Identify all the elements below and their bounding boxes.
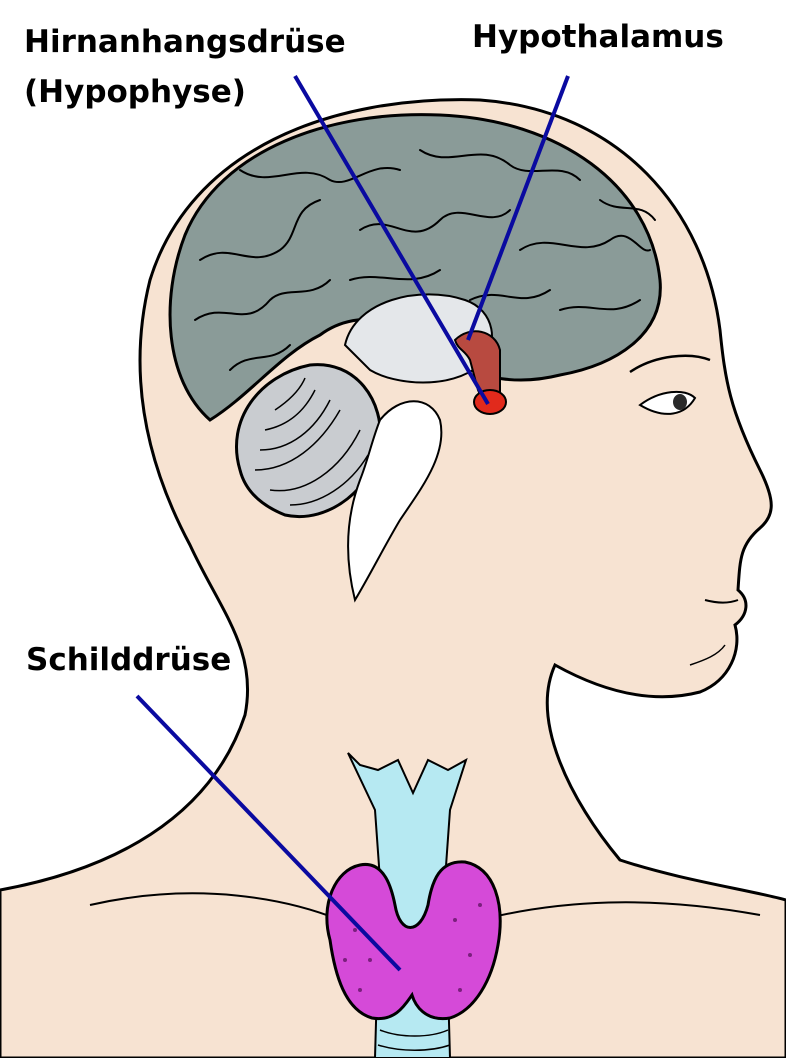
pituitary-gland [474,390,506,414]
label-pituitary-line2: (Hypophyse) [24,74,246,110]
label-hypothalamus: Hypothalamus [472,19,724,55]
eye-iris [673,394,687,410]
label-pituitary-line1: Hirnanhangsdrüse [24,24,346,60]
label-thyroid: Schilddrüse [26,642,231,678]
